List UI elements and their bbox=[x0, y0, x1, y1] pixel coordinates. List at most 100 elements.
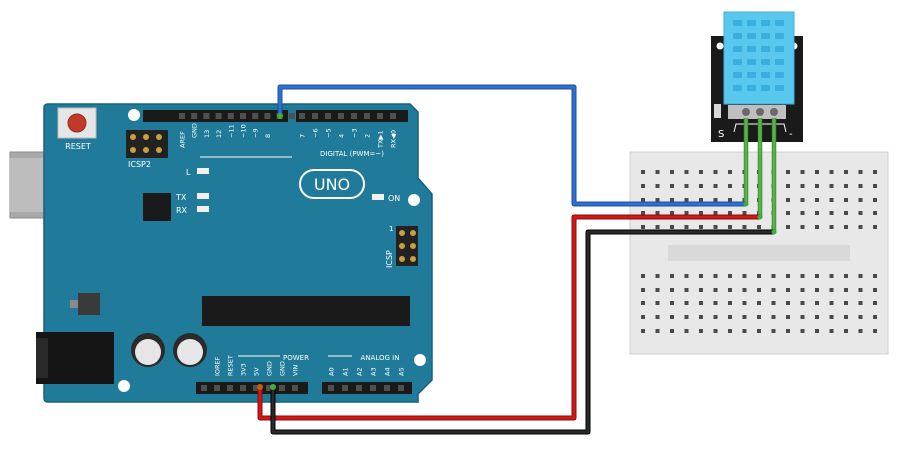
power-pin-socket bbox=[214, 385, 220, 391]
grille-slot bbox=[747, 46, 756, 52]
breadboard-hole bbox=[742, 225, 747, 229]
breadboard-hole bbox=[655, 288, 660, 292]
breadboard-hole bbox=[873, 301, 877, 305]
mounting-hole bbox=[414, 354, 426, 366]
analog-pin-socket bbox=[398, 385, 404, 391]
breadboard-hole bbox=[844, 170, 848, 174]
reset-label: RESET bbox=[65, 142, 91, 151]
grille-slot bbox=[775, 46, 784, 52]
breadboard-hole bbox=[829, 225, 834, 229]
breadboard-hole bbox=[873, 329, 877, 333]
usb-chip bbox=[143, 193, 171, 221]
breadboard-hole bbox=[742, 274, 747, 278]
breadboard-hole bbox=[800, 329, 805, 333]
sensor-mount-hole bbox=[716, 42, 724, 50]
sensor-pin bbox=[756, 108, 764, 116]
digital-pin-label: 2 bbox=[364, 134, 372, 138]
digital-pin-label: ~9 bbox=[252, 128, 260, 138]
sensor-side-mark: H bbox=[706, 93, 713, 98]
digital-pin-socket bbox=[227, 113, 234, 119]
breadboard-hole bbox=[757, 225, 761, 229]
grille-slot bbox=[775, 20, 784, 26]
grille-slot bbox=[733, 33, 742, 39]
analog-pin-socket bbox=[328, 385, 334, 391]
mounting-hole bbox=[118, 380, 130, 392]
breadboard-hole bbox=[641, 301, 645, 305]
breadboard-hole bbox=[699, 198, 703, 202]
breadboard-hole bbox=[771, 288, 776, 292]
grille-slot bbox=[733, 85, 742, 91]
digital-pin-socket bbox=[377, 113, 383, 119]
breadboard-hole bbox=[771, 274, 776, 278]
digital-pin-label: ~5 bbox=[325, 128, 333, 138]
breadboard-hole bbox=[713, 301, 718, 305]
sensor-pin bbox=[742, 108, 750, 116]
breadboard-hole bbox=[757, 288, 761, 292]
signal-wire bbox=[278, 85, 746, 206]
voltage-regulator bbox=[78, 293, 100, 315]
breadboard-holes bbox=[641, 170, 877, 333]
breadboard-hole bbox=[844, 225, 848, 229]
breadboard-hole bbox=[786, 288, 790, 292]
breadboard-hole bbox=[757, 315, 761, 319]
led-l-label: L bbox=[186, 168, 191, 177]
digital-pin-socket bbox=[338, 113, 344, 119]
power-pin-label: GND bbox=[266, 361, 274, 376]
breadboard-hole bbox=[786, 184, 790, 188]
breadboard-hole bbox=[655, 225, 660, 229]
breadboard-hole bbox=[786, 315, 790, 319]
breadboard-hole bbox=[757, 274, 761, 278]
breadboard-hole bbox=[699, 225, 703, 229]
breadboard-hole bbox=[684, 288, 689, 292]
breadboard-hole bbox=[829, 329, 834, 333]
breadboard-hole bbox=[684, 274, 689, 278]
breadboard-hole bbox=[670, 274, 674, 278]
digital-pin-socket bbox=[325, 113, 331, 119]
grille-slot bbox=[747, 20, 756, 26]
breadboard-hole bbox=[873, 315, 877, 319]
breadboard-hole bbox=[844, 329, 848, 333]
arduino-board: RESET ICSP2 L TX RX UNO ON 1 ICSP bbox=[9, 103, 433, 403]
breadboard-hole bbox=[670, 198, 674, 202]
breadboard-hole bbox=[699, 329, 703, 333]
breadboard-hole bbox=[728, 329, 732, 333]
uno-logo: UNO bbox=[314, 175, 350, 194]
breadboard-hole bbox=[641, 225, 645, 229]
grille-slot bbox=[761, 33, 770, 39]
digital-pin-socket bbox=[179, 113, 185, 119]
breadboard-hole bbox=[655, 301, 660, 305]
breadboard-hole bbox=[844, 288, 848, 292]
pin-gnd-highlight bbox=[270, 384, 276, 390]
breadboard-hole bbox=[641, 329, 645, 333]
breadboard-hole bbox=[858, 274, 863, 278]
breadboard-hole bbox=[829, 198, 834, 202]
breadboard-hole bbox=[655, 198, 660, 202]
breadboard-hole bbox=[742, 315, 747, 319]
grille-slot bbox=[733, 72, 742, 78]
analog-pin-label: A5 bbox=[398, 367, 406, 376]
ground-wire bbox=[271, 230, 774, 434]
digital-pin-socket bbox=[203, 113, 210, 119]
breadboard-hole bbox=[728, 315, 732, 319]
grille-slot bbox=[733, 46, 742, 52]
breadboard-hole bbox=[713, 184, 718, 188]
breadboard-hole bbox=[786, 170, 790, 174]
breadboard-hole bbox=[771, 315, 776, 319]
reset-button[interactable] bbox=[57, 107, 97, 139]
breadboard-hole bbox=[800, 274, 805, 278]
breadboard-hole bbox=[873, 170, 877, 174]
breadboard-hole bbox=[670, 329, 674, 333]
breadboard-hole bbox=[641, 170, 645, 174]
pin-5v-highlight bbox=[257, 384, 263, 390]
breadboard-hole bbox=[873, 184, 877, 188]
digital-pin-label: ~3 bbox=[351, 128, 359, 138]
breadboard-hole bbox=[786, 198, 790, 202]
led-on-label: ON bbox=[388, 194, 400, 203]
icsp2-label: ICSP2 bbox=[128, 160, 151, 169]
analog-pin-label: A1 bbox=[342, 367, 350, 376]
breadboard-hole bbox=[728, 184, 732, 188]
mounting-hole bbox=[408, 194, 420, 206]
breadboard-hole bbox=[873, 225, 877, 229]
reset-button-cap[interactable] bbox=[67, 113, 87, 133]
